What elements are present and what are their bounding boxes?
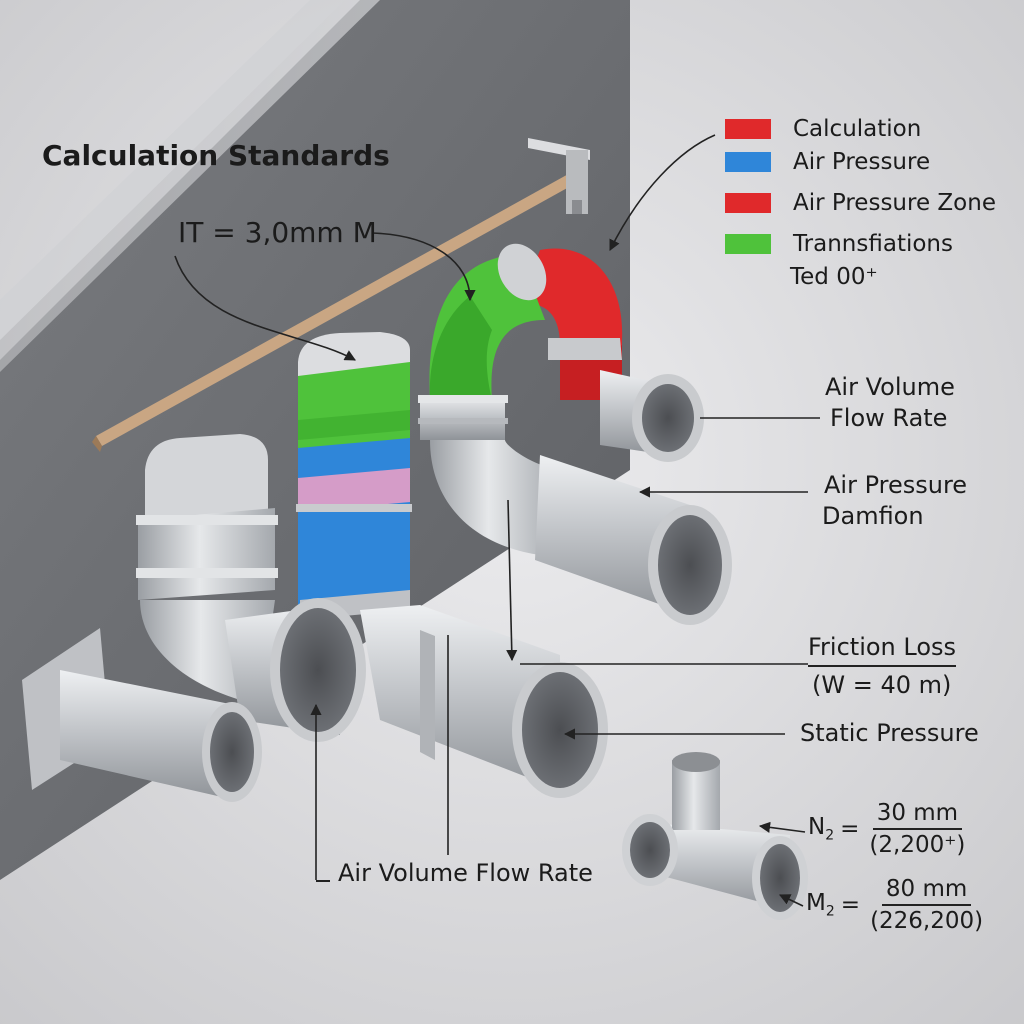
legend-swatch bbox=[725, 119, 771, 139]
denominator: (226,200) bbox=[870, 908, 984, 934]
tee-fitting bbox=[622, 752, 808, 920]
numerator: 80 mm bbox=[881, 876, 972, 906]
legend-swatch bbox=[725, 152, 771, 172]
equals-sign: = bbox=[840, 816, 860, 842]
callout-damfion-line2: Damfion bbox=[822, 502, 924, 530]
callout-air-pressure-line1: Air Pressure bbox=[824, 471, 968, 499]
legend-item-trannsfiations: Trannsfiations bbox=[725, 231, 953, 257]
equation-m2: M2 = 80 mm (226,200) bbox=[806, 876, 987, 934]
denominator: (2,200⁺) bbox=[869, 832, 966, 858]
legend-swatch bbox=[725, 193, 771, 213]
m2-leader bbox=[778, 894, 804, 907]
callout-air-volume-flow-rate-line2: Flow Rate bbox=[830, 404, 948, 432]
legend-item-air-pressure-zone: Air Pressure Zone bbox=[725, 190, 996, 216]
n2-leader bbox=[758, 821, 806, 833]
legend-item-calculation: Calculation bbox=[725, 116, 921, 142]
legend-label: Air Pressure bbox=[793, 149, 931, 175]
friction-leader-vertical bbox=[506, 499, 518, 662]
legend-note: Ted 00⁺ bbox=[790, 264, 878, 290]
callout-friction-loss: Friction Loss bbox=[808, 633, 957, 667]
numerator: 30 mm bbox=[872, 800, 963, 830]
upper-elbow-duct bbox=[418, 243, 732, 625]
bottom-leader-tick bbox=[316, 880, 330, 882]
fraction: 30 mm (2,200⁺) bbox=[865, 800, 969, 858]
legend-label: Air Pressure Zone bbox=[793, 190, 996, 216]
diagram-title: Calculation Standards bbox=[42, 139, 390, 172]
legend-label: Calculation bbox=[793, 116, 922, 142]
formula-leader-1 bbox=[174, 255, 356, 361]
fraction: 80 mm (226,200) bbox=[866, 876, 987, 934]
equals-sign: = bbox=[840, 892, 861, 918]
equation-symbol: N2 bbox=[808, 814, 835, 844]
callout-air-volume-flow-rate-line1: Air Volume bbox=[825, 373, 955, 401]
callout-friction-value: (W = 40 m) bbox=[812, 671, 952, 699]
wooden-rail bbox=[92, 172, 578, 452]
wall-outlet-duct bbox=[22, 628, 262, 802]
callout-air-volume-flow-rate-bottom: Air Volume Flow Rate bbox=[338, 859, 593, 887]
legend-leader bbox=[609, 134, 716, 252]
color-coded-column bbox=[296, 332, 412, 620]
wall-bracket bbox=[528, 138, 590, 214]
legend-item-air-pressure: Air Pressure bbox=[725, 149, 930, 175]
equation-n2: N2 = 30 mm (2,200⁺) bbox=[808, 800, 969, 858]
formula-label: IT = 3,0mm M bbox=[178, 216, 377, 249]
leader-lines bbox=[174, 134, 820, 907]
equation-symbol: M2 bbox=[806, 890, 835, 920]
legend-label: Trannsfiations bbox=[793, 231, 953, 257]
left-elbow-duct bbox=[136, 434, 366, 742]
legend-swatch bbox=[725, 234, 771, 254]
callout-static-pressure: Static Pressure bbox=[800, 719, 979, 747]
formula-leader-2 bbox=[371, 232, 476, 302]
